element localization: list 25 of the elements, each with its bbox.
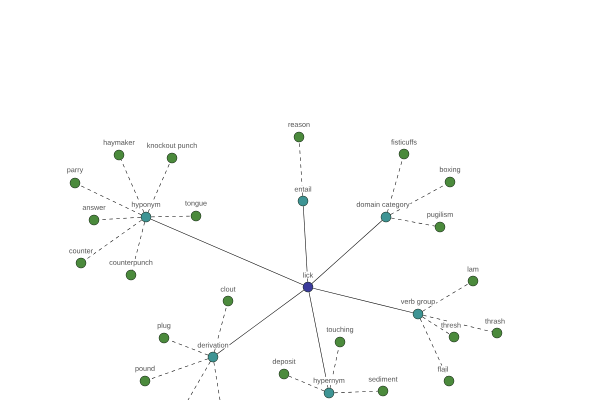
connector-line — [150, 358, 208, 380]
connector-line — [188, 361, 211, 400]
connector-line — [85, 220, 142, 260]
connector-line — [214, 362, 220, 400]
connector-line — [288, 376, 324, 392]
connector-line — [312, 220, 382, 284]
connector-line — [150, 218, 304, 286]
connector-line — [387, 158, 403, 212]
connector-line — [422, 316, 450, 334]
connector-line — [148, 162, 170, 212]
connector-line — [422, 314, 492, 332]
connector-line — [216, 290, 304, 354]
connector-line — [312, 288, 414, 314]
connector-line — [303, 206, 308, 282]
connector-line — [150, 216, 192, 218]
connector-line — [120, 160, 144, 212]
connector-line — [308, 292, 328, 388]
connector-line — [390, 218, 436, 226]
connector-line — [420, 318, 448, 377]
connector-line — [214, 306, 227, 352]
connector-line — [132, 222, 145, 270]
connector-line — [299, 142, 303, 196]
connector-line — [422, 283, 469, 312]
connector-line — [334, 390, 378, 394]
connector-line — [79, 185, 142, 216]
